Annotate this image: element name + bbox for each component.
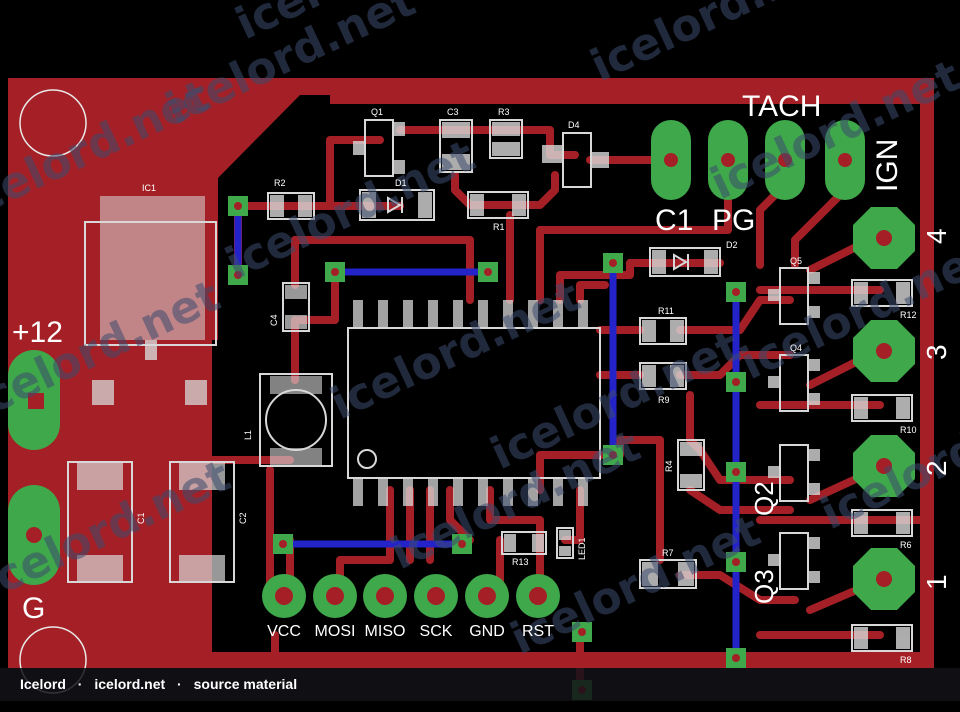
smd-parts bbox=[267, 119, 913, 652]
cap-c2 bbox=[169, 461, 235, 583]
header-label-vcc: VCC bbox=[267, 623, 301, 640]
diode-d1 bbox=[359, 189, 435, 221]
resistor-r4 bbox=[677, 439, 705, 491]
resistor-r7 bbox=[639, 559, 697, 589]
mounting-hole-top-left bbox=[19, 89, 87, 157]
cap-c3 bbox=[439, 119, 473, 173]
label-pg: PG bbox=[712, 204, 755, 237]
designator-r2: R2 bbox=[274, 178, 286, 188]
label-output-2: 2 bbox=[921, 460, 952, 476]
credit-separator-1: · bbox=[77, 676, 83, 692]
designator-r9: R9 bbox=[658, 395, 670, 405]
resistor-r2 bbox=[267, 192, 315, 220]
resistor-r3 bbox=[489, 119, 523, 159]
resistor-r9 bbox=[639, 362, 687, 390]
resistor-r11 bbox=[639, 317, 687, 345]
label-c1: C1 bbox=[655, 204, 693, 237]
designator-q4: Q4 bbox=[790, 343, 802, 353]
credit-author: Icelord bbox=[20, 676, 66, 692]
diode-d2-symbol bbox=[673, 253, 689, 271]
designator-r3: R3 bbox=[498, 107, 510, 117]
header-label-rst: RST bbox=[522, 623, 554, 640]
designator-d4: D4 bbox=[568, 120, 580, 130]
designator-r1: R1 bbox=[493, 222, 505, 232]
copper-pours bbox=[8, 78, 934, 668]
bottom-copper-strip bbox=[212, 652, 934, 668]
label-ground: G bbox=[22, 592, 45, 625]
cap-c1 bbox=[67, 461, 133, 583]
label-tach: TACH bbox=[742, 90, 821, 123]
credit-bar: Icelord · icelord.net · source material bbox=[0, 668, 960, 701]
led-led1 bbox=[556, 527, 574, 559]
inductor-l1 bbox=[259, 373, 333, 467]
designator-c3: C3 bbox=[447, 107, 459, 117]
designators: IC1 Q1 C3 R3 D4 D1 R2 R1 C4 L1 C1 C2 D2 … bbox=[136, 107, 917, 665]
header-label-sck: SCK bbox=[420, 623, 453, 640]
designator-q1: Q1 bbox=[371, 107, 383, 117]
credit-separator-2: · bbox=[177, 676, 182, 692]
designator-r4: R4 bbox=[664, 460, 674, 472]
designator-r7: R7 bbox=[662, 548, 674, 558]
label-q2: Q2 bbox=[749, 481, 779, 516]
output-pads bbox=[853, 207, 915, 610]
resistor-r1 bbox=[467, 191, 529, 219]
left-ground-pour bbox=[8, 78, 352, 668]
label-output-4: 4 bbox=[921, 228, 952, 244]
credit-note: source material bbox=[193, 676, 298, 692]
label-output-3: 3 bbox=[921, 344, 952, 360]
label-q3: Q3 bbox=[749, 569, 779, 604]
components bbox=[67, 119, 913, 652]
resistor-r6 bbox=[851, 509, 913, 537]
diode-d2 bbox=[649, 247, 721, 277]
designator-r8: R8 bbox=[900, 655, 912, 665]
power-connector bbox=[8, 350, 60, 585]
resistor-r10 bbox=[851, 394, 913, 422]
resistor-r8 bbox=[851, 624, 913, 652]
label-output-1: 1 bbox=[921, 574, 952, 590]
designator-c4: C4 bbox=[269, 314, 279, 326]
designator-r10: R10 bbox=[900, 425, 917, 435]
diode-d1-symbol bbox=[387, 196, 403, 214]
designator-r11: R11 bbox=[658, 306, 674, 316]
designator-ic1: IC1 bbox=[142, 183, 156, 193]
signal-connector bbox=[651, 120, 865, 200]
label-plus12: +12 bbox=[12, 316, 63, 349]
designator-l1: L1 bbox=[243, 430, 253, 440]
header-labels: VCC MOSI MISO SCK GND RST bbox=[267, 623, 554, 640]
ic1-regulator bbox=[84, 196, 217, 405]
designator-r12: R12 bbox=[900, 310, 917, 320]
designator-d1: D1 bbox=[395, 178, 407, 188]
resistor-r13 bbox=[501, 531, 547, 555]
designator-r6: R6 bbox=[900, 540, 912, 550]
designator-d2: D2 bbox=[726, 240, 738, 250]
cap-c4 bbox=[282, 282, 310, 332]
top-copper-strip bbox=[330, 78, 930, 104]
header-label-miso: MISO bbox=[365, 623, 406, 640]
isp-header bbox=[262, 574, 560, 618]
header-label-gnd: GND bbox=[469, 623, 505, 640]
designator-c1: C1 bbox=[136, 512, 146, 524]
label-ign: IGN bbox=[871, 139, 904, 192]
board-labels: +12 G TACH C1 PG IGN 4 3 2 1 Q2 Q3 bbox=[12, 90, 952, 625]
header-label-mosi: MOSI bbox=[315, 623, 356, 640]
designator-c2: C2 bbox=[238, 512, 248, 524]
designator-r13: R13 bbox=[512, 557, 529, 567]
designator-led1: LED1 bbox=[577, 537, 587, 560]
resistor-r12 bbox=[851, 279, 913, 307]
designator-q5: Q5 bbox=[790, 256, 802, 266]
main-ic bbox=[347, 300, 601, 506]
credit-site: icelord.net bbox=[94, 676, 166, 692]
